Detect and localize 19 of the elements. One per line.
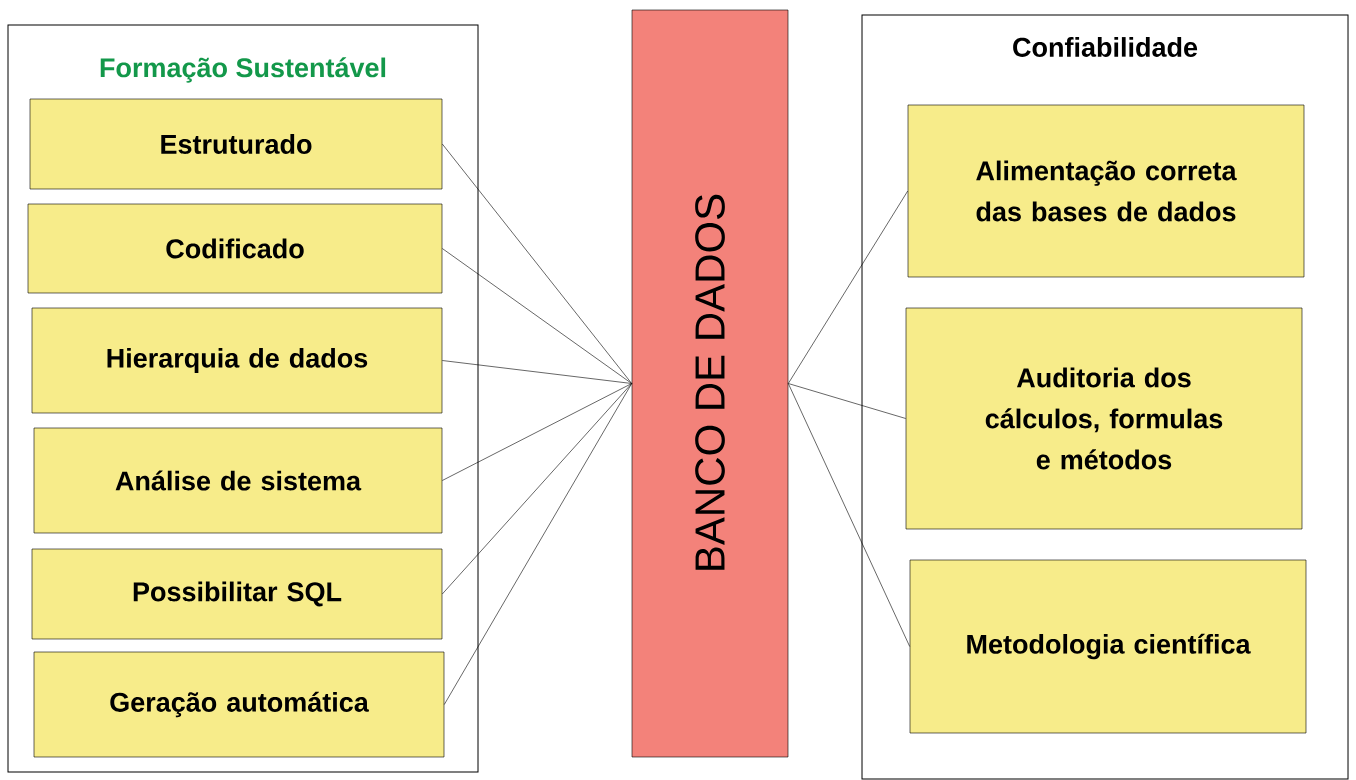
connector-line <box>788 383 910 647</box>
text-box: Codificado <box>27 203 443 294</box>
connector-line <box>442 383 632 595</box>
connector-line <box>444 383 632 705</box>
text-box: Metodologia científica <box>909 559 1307 734</box>
text-box: Hierarquia de dados <box>31 307 443 414</box>
text-box: Geração automática <box>33 651 445 758</box>
text-box: Estruturado <box>29 98 443 190</box>
connector-line <box>788 190 908 384</box>
text-box: Auditoria dos cálculos, formulas e métodos <box>905 307 1303 530</box>
database-bar: BANCO DE DADOS <box>631 9 789 758</box>
text-box: Possibilitar SQL <box>31 548 443 640</box>
connector-line <box>442 143 632 384</box>
text-box: Análise de sistema <box>33 427 443 534</box>
text-box: Alimentação correta das bases de dados <box>907 104 1305 278</box>
connector-line <box>442 248 632 384</box>
connector-line <box>788 383 906 419</box>
connector-line <box>442 360 632 384</box>
connector-line <box>442 383 632 481</box>
